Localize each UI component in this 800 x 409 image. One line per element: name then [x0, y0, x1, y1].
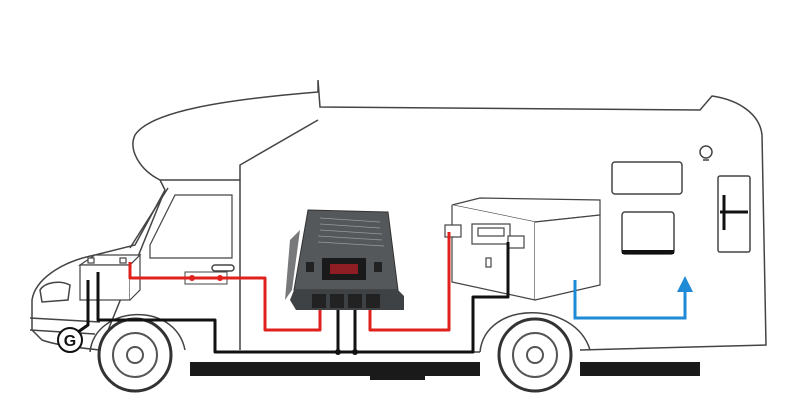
- positive-wire-leisure: [368, 232, 451, 332]
- ground-wire: [77, 280, 90, 334]
- generator-label: G: [64, 333, 76, 350]
- rv-body-outline: [29, 79, 767, 353]
- positive-wire-starter: [128, 262, 322, 332]
- dc-dc-charger: [285, 209, 404, 310]
- front-wheel: [97, 317, 173, 393]
- leisure-battery: [444, 197, 601, 301]
- negative-wire-charger: [336, 306, 357, 352]
- generator-symbol: G: [57, 327, 83, 353]
- power-flow-arrow: [573, 276, 693, 320]
- rear-wheel: [497, 317, 573, 393]
- rv-skirt: [190, 362, 700, 380]
- negative-wire-chassis: [96, 242, 510, 354]
